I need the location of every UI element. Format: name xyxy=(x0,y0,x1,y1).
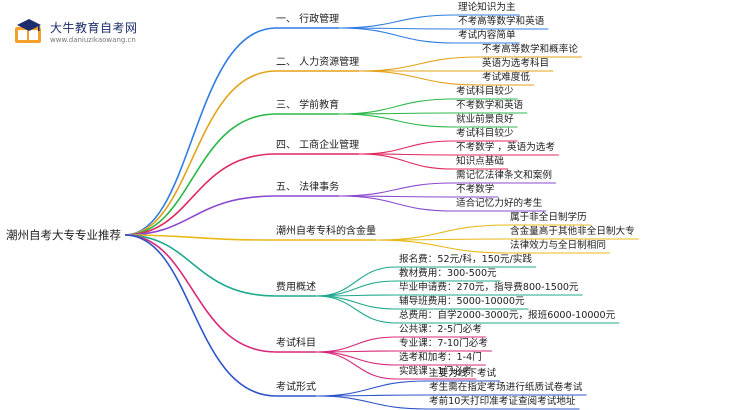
leaf-connector xyxy=(315,295,397,310)
leaf-item: 不考高等数学和英语 xyxy=(458,16,545,27)
leaf-connector xyxy=(359,70,480,86)
logo-site-url: www.daniuzikaowang.cn xyxy=(50,36,136,44)
leaf-item: 不考数学 ，英语为选考 xyxy=(456,142,555,153)
logo-site-name: 大牛教育自考网 xyxy=(50,21,138,35)
leaf-connector xyxy=(375,239,508,254)
branch-exam-subjects: 考试科目 xyxy=(276,338,316,349)
leaf-connector xyxy=(359,140,454,155)
leaf-item: 就业前景良好 xyxy=(456,114,514,125)
branch-legal-affairs: 五、 法律事务 xyxy=(276,182,340,193)
leaf-item: 不考高等数学和概率论 xyxy=(482,44,578,55)
leaf-connector xyxy=(315,395,427,410)
leaf-item: 理论知识为主 xyxy=(458,2,516,13)
leaf-item: 知识点基础 xyxy=(456,156,504,167)
leaf-connector xyxy=(339,27,456,44)
leaf-item: 教材费用：300-500元 xyxy=(399,268,497,279)
leaf-item: 辅导班费用：5000-10000元 xyxy=(399,296,525,307)
branch-connector xyxy=(124,234,277,297)
branch-administration: 一、 行政管理 xyxy=(276,14,340,25)
branch-connector xyxy=(124,195,277,236)
leaf-connector xyxy=(375,224,508,241)
leaf-item: 报名费：52元/科，150元/实践 xyxy=(399,254,532,265)
branch-human-resources: 二、 人力资源管理 xyxy=(276,57,360,68)
leaf-item: 专业课：7-10门必考 xyxy=(399,338,488,349)
leaf-item: 总费用：自学2000-3000元，报班6000-10000元 xyxy=(399,310,616,321)
leaf-connector xyxy=(315,295,397,324)
branch-business-management: 四、 工商企业管理 xyxy=(276,140,360,151)
leaf-connector xyxy=(339,14,456,29)
branch-connector xyxy=(124,153,277,236)
branch-connector xyxy=(124,70,277,236)
leaf-item: 考试内容简单 xyxy=(458,30,516,41)
leaf-item: 法律效力与全日制相同 xyxy=(510,240,606,251)
leaf-item: 考试难度低 xyxy=(482,72,530,83)
leaf-item: 公共课：2-5门必考 xyxy=(399,324,482,335)
leaf-item: 考前10天打印准考证查阅考试地址 xyxy=(429,396,576,407)
branch-connector xyxy=(124,234,277,353)
root-topic: 潮州自考大专专业推荐 xyxy=(6,228,121,242)
leaf-item: 主要为线下考试 xyxy=(429,368,497,379)
graduation-book-icon xyxy=(15,19,41,43)
branch-connector xyxy=(124,113,277,236)
leaf-connector xyxy=(339,98,454,115)
branch-exam-format: 考试形式 xyxy=(276,382,316,393)
leaf-connector xyxy=(315,380,427,397)
leaf-item: 需记忆法律条文和案例 xyxy=(456,170,552,181)
leaf-item: 选考和加考：1-4门 xyxy=(399,352,482,363)
leaf-connector xyxy=(315,280,397,297)
leaf-connector xyxy=(339,195,454,212)
branch-connector xyxy=(124,234,277,397)
leaf-connector xyxy=(339,113,454,128)
leaf-connector xyxy=(339,182,454,197)
leaf-item: 实践课：1门必考 xyxy=(399,366,473,377)
leaf-item: 毕业申请费：270元，指导费800-1500元 xyxy=(399,282,579,293)
leaf-connector xyxy=(315,351,397,380)
leaf-connector xyxy=(359,153,454,170)
branch-fees: 费用概述 xyxy=(276,282,316,293)
leaf-connector xyxy=(359,56,480,72)
leaf-connector xyxy=(315,351,397,366)
site-logo[interactable]: 大牛教育自考网 www.daniuzikaowang.cn xyxy=(14,14,144,50)
leaf-item: 考试科目较少 xyxy=(456,86,514,97)
leaf-item: 不考数学 xyxy=(456,184,495,195)
leaf-connector xyxy=(315,336,397,353)
branch-preschool-education: 三、 学前教育 xyxy=(276,100,340,111)
leaf-item: 英语为选考科目 xyxy=(482,58,550,69)
leaf-item: 考生需在指定考场进行纸质试卷考试 xyxy=(429,382,583,393)
leaf-item: 含金量高于其他非全日制大专 xyxy=(510,226,635,237)
leaf-item: 考试科目较少 xyxy=(456,128,514,139)
branch-diploma-value: 潮州自考专科的含金量 xyxy=(276,226,376,237)
branch-connector xyxy=(124,234,277,241)
leaf-item: 属于非全日制学历 xyxy=(510,212,587,223)
leaf-item: 不考数学和英语 xyxy=(456,100,524,111)
leaf-item: 适合记忆力好的考生 xyxy=(456,198,543,209)
branch-connector xyxy=(124,27,277,236)
